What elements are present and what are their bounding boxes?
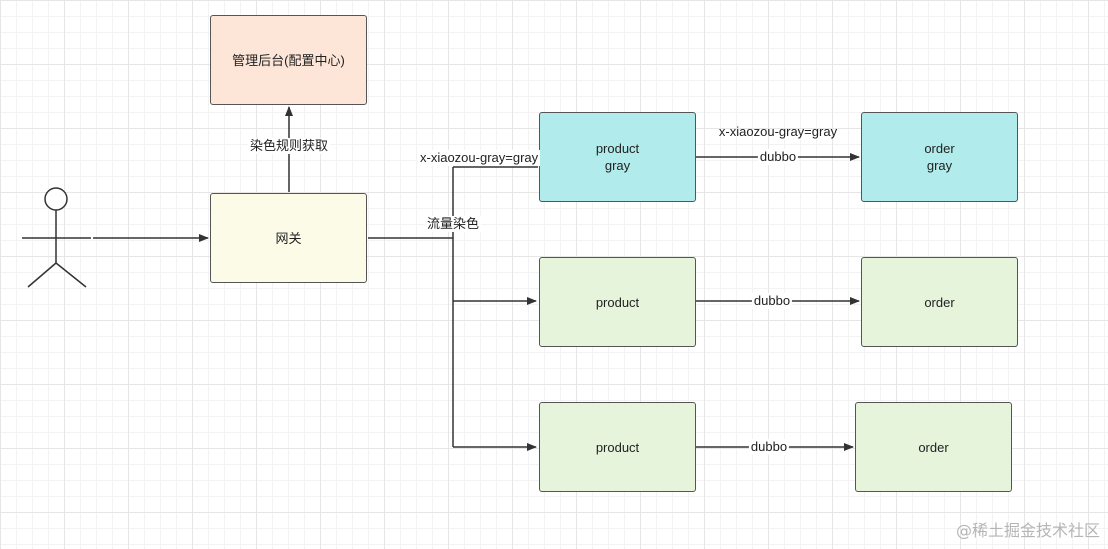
dubbo-1-label: dubbo: [751, 293, 793, 309]
dubbo-gray-label: dubbo: [757, 149, 799, 165]
admin-config-center-node: 管理后台(配置中心): [210, 15, 367, 105]
product-node-2: product: [539, 402, 696, 492]
order-2-label: order: [918, 439, 949, 455]
gateway-node-label: 网关: [275, 230, 302, 246]
traffic-coloring-label: 流量染色: [424, 216, 482, 232]
gateway-node: 网关: [210, 193, 367, 283]
watermark: @稀土掘金技术社区: [955, 521, 1100, 540]
order-node-1: order: [861, 257, 1018, 347]
product-2-label: product: [595, 439, 640, 455]
order-gray-node: order gray: [861, 112, 1018, 202]
order-node-2: order: [855, 402, 1012, 492]
product-node-1: product: [539, 257, 696, 347]
product-gray-node: product gray: [539, 112, 696, 202]
rule-fetch-label: 染色规则获取: [247, 138, 331, 154]
product-gray-label: product gray: [595, 141, 640, 173]
gray-header-dubbo-label: x-xiaozou-gray=gray: [718, 124, 838, 139]
order-1-label: order: [924, 294, 955, 310]
dubbo-2-label: dubbo: [748, 439, 790, 455]
gray-header-gateway-label: x-xiaozou-gray=gray: [418, 150, 541, 166]
admin-node-label: 管理后台(配置中心): [232, 52, 345, 68]
user-actor-icon: [22, 187, 91, 288]
product-1-label: product: [595, 294, 640, 310]
order-gray-label: order gray: [924, 141, 955, 173]
